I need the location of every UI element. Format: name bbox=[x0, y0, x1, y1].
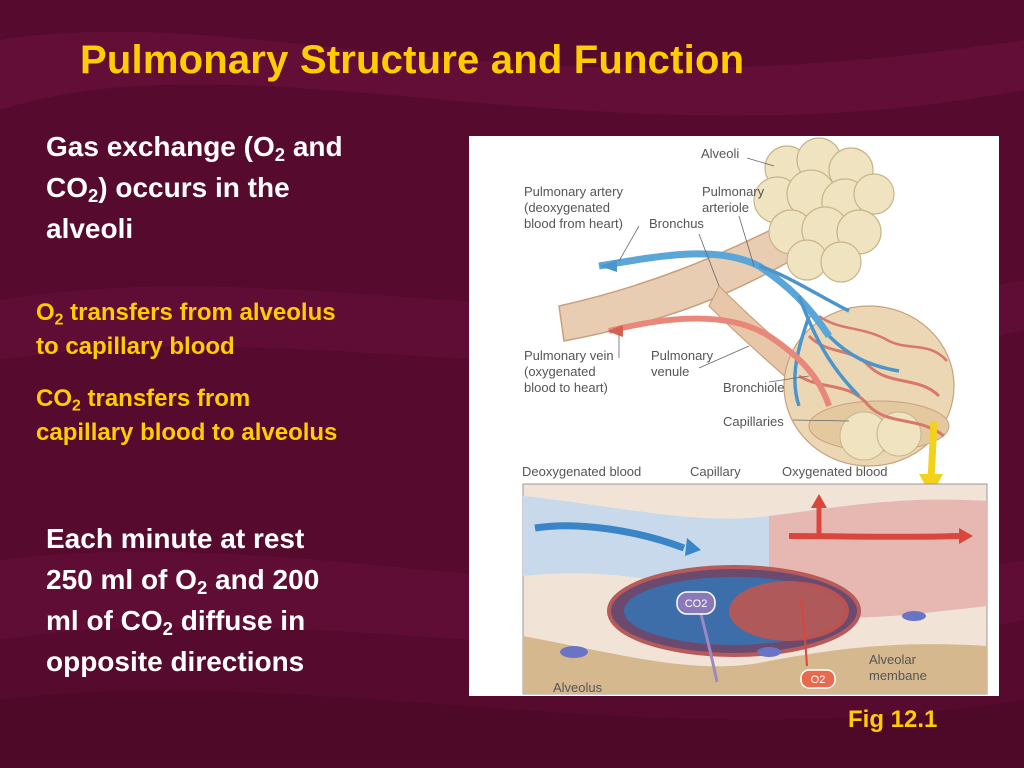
subscript: 2 bbox=[72, 397, 81, 415]
subscript: 2 bbox=[54, 311, 64, 329]
point1-line3: alveoli bbox=[46, 213, 134, 244]
subscript: 2 bbox=[196, 577, 208, 599]
gas-exchange-point: Gas exchange (O2 and CO2) occurs in the … bbox=[46, 126, 343, 249]
capillary-detail-panel bbox=[522, 483, 988, 695]
label-pulmonary-vein-2: (oxygenated bbox=[524, 364, 596, 379]
point1-line1-end: and bbox=[285, 131, 343, 162]
o2-transfer-point: O2 transfers from alveolus to capillary … bbox=[36, 296, 336, 364]
zoom-arrow bbox=[927, 420, 938, 482]
pulmonary-diagram-svg: Alveoli Pulmonary artery (deoxygenated b… bbox=[522, 137, 988, 695]
label-alveolar-membrane-2: membane bbox=[869, 668, 927, 683]
label-pulmonary-arteriole-2: arteriole bbox=[702, 200, 749, 215]
point4-line4: opposite directions bbox=[46, 646, 305, 677]
point4-line2-end: and 200 bbox=[207, 564, 320, 595]
subscript: 2 bbox=[88, 185, 99, 207]
point3-line1-text: transfers from bbox=[80, 385, 251, 412]
co2-symbol: CO bbox=[36, 385, 72, 412]
subscript: 2 bbox=[162, 618, 173, 640]
co2-badge bbox=[676, 591, 716, 615]
point4-line1: Each minute at rest bbox=[46, 523, 305, 554]
label-bronchus: Bronchus bbox=[649, 216, 704, 231]
label-pulmonary-artery: Pulmonary artery bbox=[524, 184, 623, 199]
label-pulmonary-artery-2: (deoxygenated bbox=[524, 200, 610, 215]
label-pulmonary-vein: Pulmonary vein bbox=[524, 348, 614, 363]
leader-lines bbox=[618, 157, 850, 422]
label-alveolar-membrane: Alveolar bbox=[869, 652, 917, 667]
bronchus-shape bbox=[558, 219, 800, 342]
label-pulmonary-vein-3: blood to heart) bbox=[524, 380, 608, 395]
point1-line2-text: CO bbox=[46, 172, 88, 203]
point4-line3-end: diffuse in bbox=[172, 605, 306, 636]
label-bronchiole: Bronchiole bbox=[723, 380, 784, 395]
label-alveoli: Alveoli bbox=[701, 146, 739, 161]
label-capillary: Capillary bbox=[690, 464, 741, 479]
diffusion-rate-point: Each minute at rest 250 ml of O2 and 200… bbox=[46, 518, 319, 682]
o2-badge bbox=[800, 669, 836, 689]
subscript: 2 bbox=[274, 144, 286, 166]
slide-title: Pulmonary Structure and Function bbox=[80, 38, 745, 82]
point3-line2: capillary blood to alveolus bbox=[36, 419, 338, 446]
label-pulmonary-venule: Pulmonary bbox=[651, 348, 714, 363]
co2-transfer-point: CO2 transfers from capillary blood to al… bbox=[36, 382, 337, 450]
pulmonary-diagram: Alveoli Pulmonary artery (deoxygenated b… bbox=[469, 136, 999, 696]
point4-line2-text: 250 ml of O bbox=[46, 564, 197, 595]
alveoli-cluster bbox=[753, 137, 895, 283]
pulmonary-vein bbox=[608, 315, 832, 407]
label-pulmonary-artery-3: blood from heart) bbox=[524, 216, 623, 231]
label-capillaries: Capillaries bbox=[723, 414, 784, 429]
point2-line2: to capillary blood bbox=[36, 333, 235, 360]
point1-line1-text: Gas exchange (O bbox=[46, 131, 275, 162]
figure-caption: Fig 12.1 bbox=[848, 706, 938, 733]
label-alveolus: Alveolus bbox=[553, 680, 603, 695]
pulmonary-arteriole bbox=[758, 264, 900, 407]
capillary-network-cluster bbox=[783, 305, 955, 467]
label-pulmonary-arteriole: Pulmonary bbox=[702, 184, 765, 199]
o2-label: O2 bbox=[811, 674, 826, 686]
co2-label: CO2 bbox=[685, 598, 708, 610]
point1-line2-end: ) occurs in the bbox=[98, 172, 290, 203]
label-deoxygenated-blood: Deoxygenated blood bbox=[522, 464, 641, 479]
pulmonary-artery bbox=[598, 250, 832, 338]
label-oxygenated-blood: Oxygenated blood bbox=[782, 464, 888, 479]
point2-line1-text: transfers from alveolus bbox=[63, 299, 336, 326]
label-pulmonary-venule-2: venule bbox=[651, 364, 689, 379]
point4-line3-text: ml of CO bbox=[46, 605, 163, 636]
o2-symbol: O bbox=[36, 299, 55, 326]
